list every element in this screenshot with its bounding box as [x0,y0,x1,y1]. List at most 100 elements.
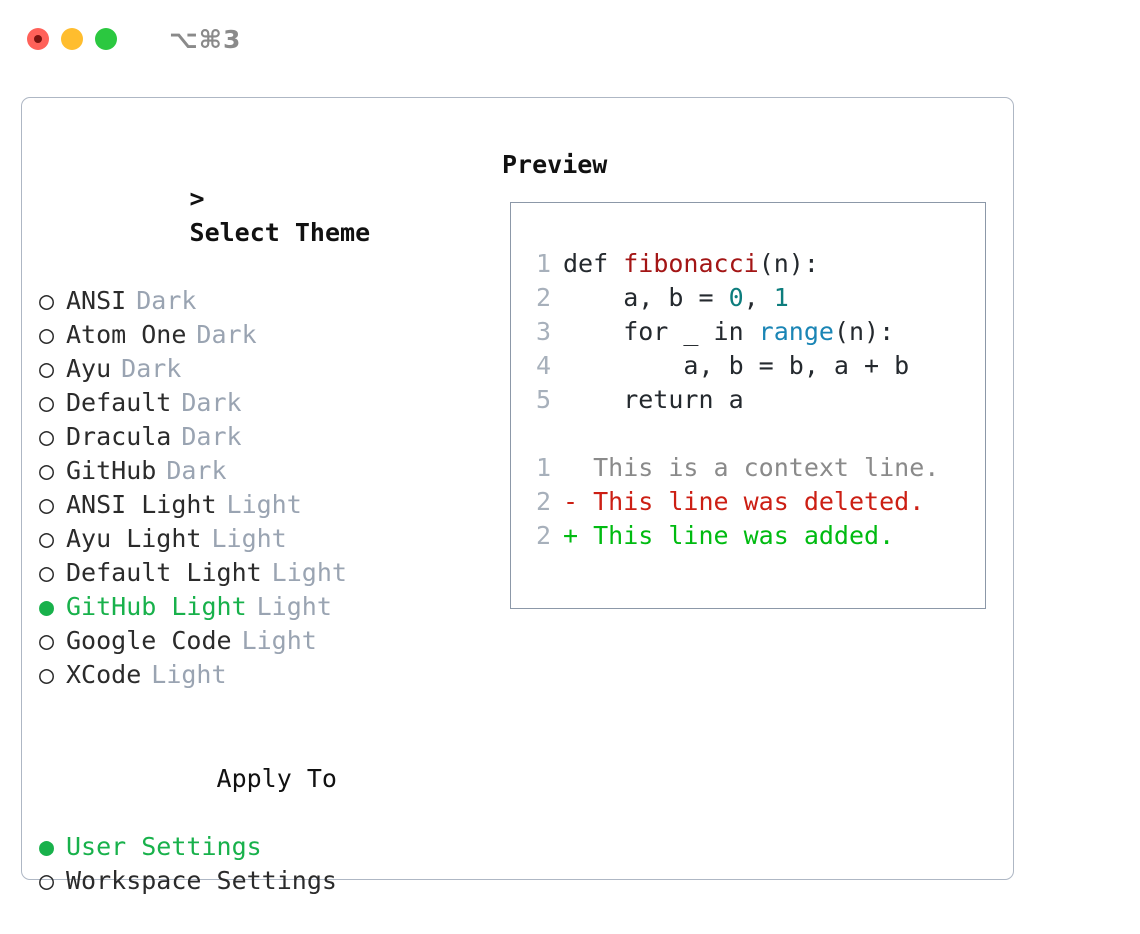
diff-marker [563,453,578,482]
code-token-plain: a, b = [563,283,729,312]
line-number: 2 [535,283,551,312]
minimize-button[interactable] [61,28,83,50]
diff-line-del: 2- This line was deleted. [529,485,985,519]
radio-unselected-icon: ○ [39,626,55,655]
theme-option-variant: Dark [181,422,242,451]
theme-option-variant: Dark [166,456,227,485]
code-token-num: 1 [773,283,789,312]
diff-text: This line was added. [578,521,895,550]
theme-option-label: Ayu Light [66,524,202,553]
code-line: 4 a, b = b, a + b [529,349,985,383]
radio-unselected-icon: ○ [39,286,55,315]
diff-line-text: This is a context line. [563,453,939,482]
theme-option-label: Atom One [66,320,187,349]
theme-option-label: Ayu [66,354,112,383]
diff-line-text: - This line was deleted. [563,487,924,516]
apply-to-list: ●User Settings○Workspace Settings [39,830,492,898]
theme-option-label: ANSI [66,286,127,315]
line-number: 1 [535,453,551,482]
code-token-fn: fibonacci [623,249,759,278]
line-number: 3 [535,317,551,346]
theme-option-variant: Light [226,490,302,519]
code-token-plain: def [563,249,624,278]
theme-option-variant: Dark [181,388,242,417]
theme-option-github[interactable]: ○ GitHub Dark [39,454,492,488]
theme-option-variant: Light [211,524,287,553]
radio-unselected-icon: ○ [39,524,55,553]
close-button[interactable] [27,28,49,50]
line-number: 2 [535,521,551,550]
line-number: 5 [535,385,551,414]
code-token-plain: (n): [833,317,895,346]
code-token-call: range [758,317,834,346]
theme-option-google-code[interactable]: ○ Google Code Light [39,624,492,658]
code-token-num: 0 [728,283,744,312]
code-token-plain: a, b = b, a + b [563,351,910,380]
theme-option-variant: Light [241,626,317,655]
theme-option-variant: Light [256,592,332,621]
theme-option-xcode[interactable]: ○ XCode Light [39,658,492,692]
code-line: 3 for _ in range(n): [529,315,985,349]
diff-line-add: 2 + This line was added. [529,519,985,553]
diff-sample: 1 This is a context line.2- This line wa… [529,451,985,553]
theme-option-ansi[interactable]: ○ ANSI Dark [39,284,492,318]
radio-unselected-icon: ○ [39,456,55,485]
code-token-plain: return a [563,385,744,414]
line-number: 4 [535,351,551,380]
apply-to-heading: Apply To [39,728,492,830]
theme-option-ayu-light[interactable]: ○ Ayu Light Light [39,522,492,556]
line-number: 1 [535,249,551,278]
diff-line-text: + This line was added. [563,521,894,550]
radio-selected-icon: ● [39,592,55,621]
code-diff-spacer [529,417,985,451]
code-token-plain: for _ in [563,317,759,346]
apply-option-label: Workspace Settings [66,866,337,895]
select-theme-heading: > Select Theme [39,148,492,284]
theme-option-variant: Light [151,660,227,689]
apply-option-user-settings[interactable]: ●User Settings [39,830,492,864]
theme-option-label: Default [66,388,172,417]
theme-option-label: XCode [66,660,142,689]
title-bar: ⌥⌘3 [0,0,1140,78]
theme-option-label: Default Light [66,558,262,587]
section-spacer [39,692,492,728]
radio-unselected-icon: ○ [39,558,55,587]
theme-option-variant: Light [271,558,347,587]
code-token-plain: , [743,283,774,312]
line-number: 2 [535,487,551,516]
theme-option-label: ANSI Light [66,490,217,519]
apply-option-workspace-settings[interactable]: ○Workspace Settings [39,864,492,898]
diff-marker: - [563,487,579,516]
theme-option-label: GitHub [66,456,157,485]
apply-option-label: User Settings [66,832,262,861]
diff-text: This line was deleted. [578,487,925,516]
window-controls [27,28,117,50]
radio-unselected-icon: ○ [39,320,55,349]
radio-unselected-icon: ○ [39,660,55,689]
select-theme-title: Select Theme [189,218,371,247]
diff-line-ctx: 1 This is a context line. [529,451,985,485]
radio-unselected-icon: ○ [39,354,55,383]
code-token-plain: (n): [758,249,819,278]
code-line: 5 return a [529,383,985,417]
diff-marker: + [563,521,579,550]
theme-option-default-light[interactable]: ○ Default Light Light [39,556,492,590]
code-line: 1 def fibonacci(n): [529,247,985,281]
theme-option-variant: Dark [136,286,197,315]
maximize-button[interactable] [95,28,117,50]
code-line: 2 a, b = 0, 1 [529,281,985,315]
theme-option-label: Google Code [66,626,232,655]
preview-title: Preview [502,150,608,179]
